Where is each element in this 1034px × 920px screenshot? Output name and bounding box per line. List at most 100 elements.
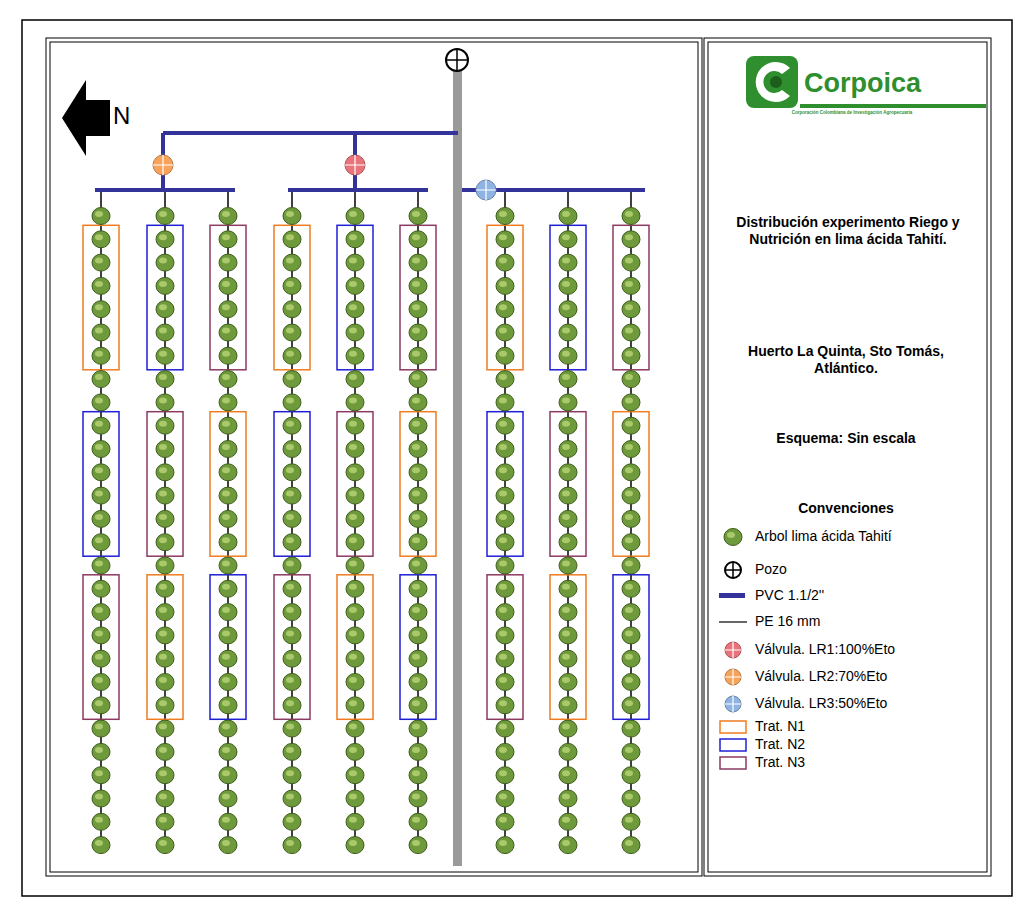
tree-symbol <box>559 510 577 527</box>
tree-highlight <box>412 328 420 334</box>
tree-symbol <box>559 534 577 551</box>
tree-highlight <box>412 421 420 427</box>
tree-highlight <box>349 258 357 264</box>
pvc-pipe <box>163 131 458 135</box>
tree-highlight <box>562 467 570 473</box>
tree-symbol <box>92 417 110 434</box>
tree-highlight <box>499 630 507 636</box>
tree-symbol <box>219 720 237 737</box>
tree-symbol <box>156 697 174 714</box>
tree-highlight <box>412 747 420 753</box>
tree-highlight <box>286 514 294 520</box>
tree-symbol <box>496 231 514 248</box>
tree-symbol <box>219 743 237 760</box>
tree-symbol <box>622 208 640 225</box>
tree-highlight <box>499 234 507 240</box>
tree-highlight <box>625 467 633 473</box>
tree-highlight <box>95 817 103 823</box>
valve-symbol <box>345 155 365 175</box>
tree-highlight <box>222 817 230 823</box>
tree-symbol <box>346 674 364 691</box>
tree-highlight <box>159 444 167 450</box>
legend-text: Trat. N3 <box>755 754 805 771</box>
tree-highlight <box>349 421 357 427</box>
treatment-box <box>83 225 119 369</box>
tree-symbol <box>409 580 427 597</box>
tree-symbol <box>283 627 301 644</box>
tree-highlight <box>286 677 294 683</box>
tree-symbol <box>346 417 364 434</box>
legend-text: Trat. N1 <box>755 718 805 735</box>
tree-highlight <box>159 677 167 683</box>
tree-highlight <box>349 654 357 660</box>
tree-symbol <box>496 580 514 597</box>
tree-symbol <box>283 277 301 294</box>
tree-symbol <box>92 790 110 807</box>
tree-symbol <box>559 371 577 388</box>
tree-highlight <box>499 351 507 357</box>
tree-highlight <box>222 397 230 403</box>
tree-symbol <box>622 650 640 667</box>
tree-highlight <box>286 444 294 450</box>
tree-symbol <box>283 650 301 667</box>
tree-highlight <box>95 258 103 264</box>
tree-highlight <box>499 770 507 776</box>
tree-symbol <box>92 720 110 737</box>
tree-highlight <box>222 770 230 776</box>
tree-highlight <box>286 537 294 543</box>
tree-symbol <box>219 697 237 714</box>
tree-symbol <box>559 650 577 667</box>
tree-highlight <box>625 607 633 613</box>
tree-highlight <box>562 304 570 310</box>
tree-symbol <box>283 580 301 597</box>
tree-highlight <box>349 351 357 357</box>
tree-symbol <box>559 301 577 318</box>
tree-highlight <box>562 840 570 846</box>
tree-symbol <box>346 580 364 597</box>
tree-highlight <box>625 840 633 846</box>
tree-highlight <box>95 491 103 497</box>
tree-symbol <box>496 324 514 341</box>
tree-highlight <box>95 794 103 800</box>
tree-highlight <box>286 351 294 357</box>
tree-symbol <box>156 464 174 481</box>
tree-symbol <box>346 231 364 248</box>
tree-symbol <box>346 208 364 225</box>
logo-text: Corporación Colombiana de Investigación … <box>716 110 988 115</box>
tree-highlight <box>349 630 357 636</box>
tree-symbol <box>409 301 427 318</box>
tree-highlight <box>625 584 633 590</box>
tree-highlight <box>159 630 167 636</box>
tree-symbol <box>156 510 174 527</box>
tree-symbol <box>622 441 640 458</box>
tree-symbol <box>156 231 174 248</box>
tree-highlight <box>499 584 507 590</box>
tree-symbol <box>622 347 640 364</box>
tree-highlight <box>412 584 420 590</box>
treatment-box <box>400 225 436 369</box>
tree-highlight <box>95 304 103 310</box>
treatment-box <box>210 575 246 720</box>
tree-symbol <box>559 464 577 481</box>
tree-symbol <box>409 417 427 434</box>
tree-highlight <box>625 258 633 264</box>
well-cross <box>446 49 468 71</box>
tree-highlight <box>159 514 167 520</box>
tree-highlight <box>625 397 633 403</box>
tree-highlight <box>222 328 230 334</box>
tree-symbol <box>622 813 640 830</box>
tree-highlight <box>562 654 570 660</box>
tree-highlight <box>412 444 420 450</box>
tree-highlight <box>159 374 167 380</box>
tree-highlight <box>562 677 570 683</box>
tree-highlight <box>412 374 420 380</box>
treatment-box <box>147 225 183 369</box>
tree-symbol <box>622 394 640 411</box>
tree-symbol <box>622 627 640 644</box>
tree-symbol <box>346 277 364 294</box>
treatment-box <box>337 225 373 369</box>
tree-highlight <box>562 584 570 590</box>
tree-symbol <box>409 347 427 364</box>
tree-symbol <box>283 767 301 784</box>
tree-symbol <box>283 417 301 434</box>
